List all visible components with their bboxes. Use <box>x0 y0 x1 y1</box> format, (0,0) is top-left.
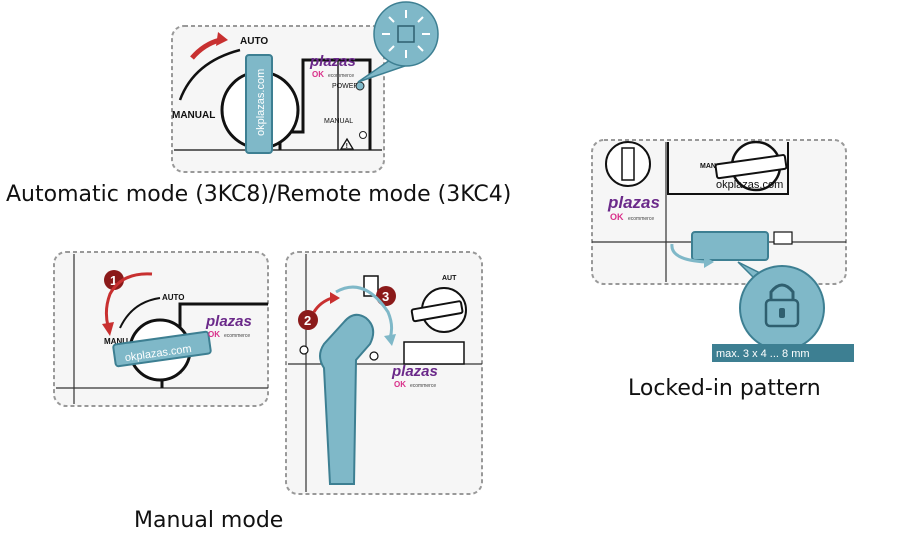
led-burst-icon <box>357 1 439 83</box>
plazas-logo-d: plazas OK ecommerce <box>607 193 660 222</box>
caption-manual-mode: Manual mode <box>134 508 284 533</box>
padlock-icon <box>764 283 800 328</box>
svg-text:plazas: plazas <box>607 193 660 212</box>
svg-text:OK: OK <box>312 70 324 79</box>
label-manual-indicator: MANUAL <box>324 118 353 125</box>
svg-text:plazas: plazas <box>391 363 438 380</box>
manual-led <box>359 131 367 139</box>
caption-auto-mode: Automatic mode (3KC8)/Remote mode (3KC4) <box>6 182 512 207</box>
spec-bar <box>712 344 854 362</box>
lock-watermark: okplazas.com <box>716 179 783 191</box>
plazas-logo-b: plazas OK ecommerce <box>205 313 252 339</box>
svg-text:!: ! <box>346 143 348 150</box>
rotate-arrow-icon <box>190 32 228 60</box>
step-3-badge: 3 <box>376 286 396 306</box>
svg-text:ecommerce: ecommerce <box>628 216 654 222</box>
label-auto: AUTO <box>240 36 268 47</box>
dial-handle <box>245 54 273 154</box>
label-manual: MANUAL <box>172 110 215 121</box>
label-auto-b: AUTO <box>162 293 185 302</box>
rotate-left-arrow-icon <box>104 272 153 327</box>
handle-watermark: okplazas.com <box>255 69 267 136</box>
warning-triangle-icon: ! <box>339 137 355 150</box>
manual-mode-crank-panel: AUT 2 3 plazas OK ecommerce <box>284 248 484 498</box>
label-man: MAN <box>700 163 716 170</box>
svg-text:OK: OK <box>208 330 220 339</box>
manual-dial-handle <box>112 330 212 368</box>
plazas-logo-c: plazas OK ecommerce <box>391 363 438 389</box>
svg-text:OK: OK <box>610 212 624 222</box>
auto-mode-panel: AUTO MANUAL okplazas.com plazas OK ecomm… <box>160 0 460 180</box>
svg-text:plazas: plazas <box>309 53 356 70</box>
svg-text:ecommerce: ecommerce <box>410 383 436 389</box>
locked-in-panel: MAN okplazas.com plazas OK ecommerce max… <box>588 136 858 366</box>
step-2-badge: 2 <box>298 310 318 330</box>
manual-mode-dial-panel: 1 AUTO MANU okplazas.com plazas OK ecomm… <box>52 248 272 408</box>
crank-rotate-arrow-icon <box>335 285 394 339</box>
lock-tab <box>691 231 769 261</box>
svg-text:ecommerce: ecommerce <box>224 333 250 339</box>
label-manual-b: MANU <box>104 337 128 346</box>
svg-text:1: 1 <box>110 273 117 288</box>
svg-text:2: 2 <box>304 313 311 328</box>
power-led-icon <box>355 81 365 91</box>
svg-text:OK: OK <box>394 380 406 389</box>
step-1-badge: 1 <box>104 270 124 290</box>
crank-handle <box>319 313 375 485</box>
svg-text:ecommerce: ecommerce <box>328 73 354 79</box>
svg-text:plazas: plazas <box>205 313 252 330</box>
label-auto-c: AUT <box>442 275 457 282</box>
pull-out-arrow-icon <box>670 243 707 264</box>
plazas-logo: plazas OK ecommerce <box>309 53 356 79</box>
label-power: POWER <box>332 83 358 90</box>
lock-panel-frame <box>591 139 847 285</box>
caption-locked-in: Locked-in pattern <box>628 376 821 401</box>
svg-text:3: 3 <box>382 289 389 304</box>
spec-text: max. 3 x 4 ... 8 mm <box>716 348 810 360</box>
